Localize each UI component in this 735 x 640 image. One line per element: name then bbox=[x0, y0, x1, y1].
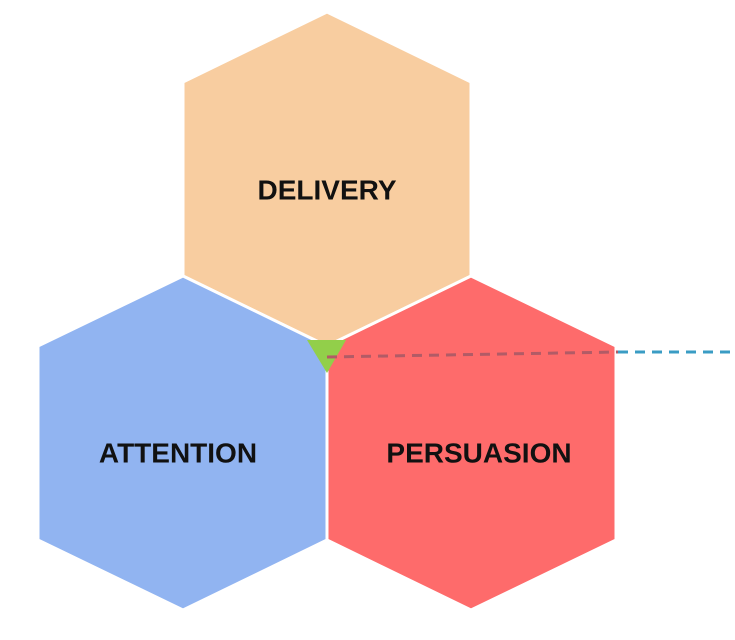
label-attention: ATTENTION bbox=[99, 437, 257, 468]
label-persuasion: PERSUASION bbox=[386, 437, 571, 468]
label-delivery: DELIVERY bbox=[258, 174, 397, 205]
connector-line-inner bbox=[326, 350, 619, 359]
center-marker[interactable] bbox=[307, 340, 346, 373]
